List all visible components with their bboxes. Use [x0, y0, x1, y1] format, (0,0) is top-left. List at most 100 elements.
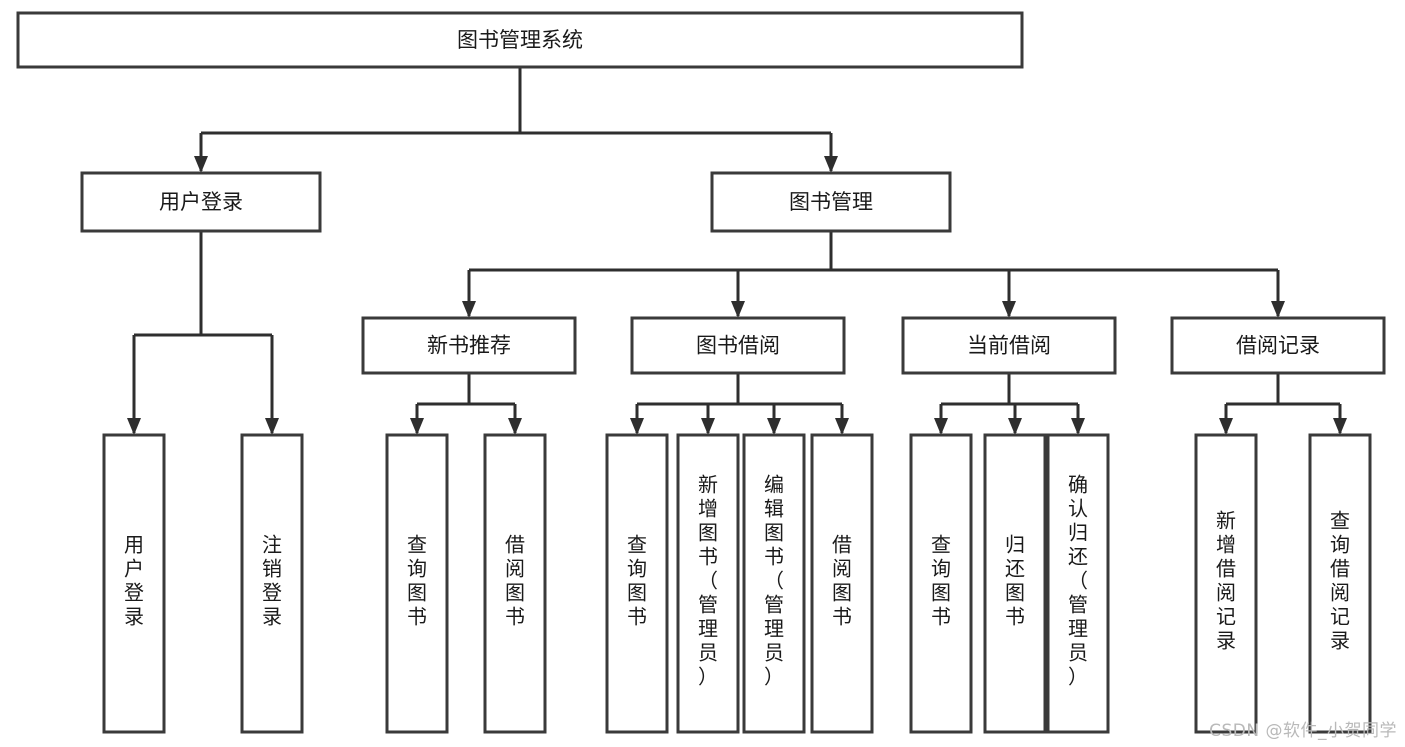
node-label-char: 还	[1068, 545, 1088, 569]
node-label: 借阅记录	[1236, 334, 1320, 358]
node-label-char: 图	[407, 581, 427, 605]
node-label-char: 记	[1216, 605, 1236, 629]
node-leaf[interactable]: 用户登录	[102, 433, 166, 734]
node-label-char: 录	[262, 605, 282, 629]
node-label-char: 销	[262, 557, 282, 581]
node-box[interactable]	[240, 433, 304, 734]
arrow-head-icon	[265, 418, 279, 435]
arrow-head-icon	[410, 418, 424, 435]
arrow-head-icon	[767, 418, 781, 435]
node-label-char: 借	[505, 533, 525, 557]
node-label: 当前借阅	[967, 334, 1051, 358]
node-label-char: 图	[698, 521, 718, 545]
node-level3[interactable]: 图书借阅	[630, 316, 846, 375]
node-label-char: 书	[627, 605, 647, 629]
arrow-head-icon	[1002, 301, 1016, 318]
connector-root-to-level2	[194, 67, 838, 173]
node-box[interactable]	[385, 433, 449, 734]
node-label-char: ）	[1068, 665, 1088, 689]
node-box[interactable]	[676, 433, 740, 734]
node-box[interactable]	[1308, 433, 1372, 734]
node-box[interactable]	[1046, 433, 1110, 734]
node-label: 图书管理	[789, 190, 873, 214]
node-box[interactable]	[909, 433, 973, 734]
connector-borrow-to-leaves	[630, 373, 849, 435]
connector-userlogin-to-leaves	[127, 231, 279, 435]
node-label-char: （	[698, 569, 718, 593]
node-label-char: 书	[1005, 605, 1025, 629]
node-label-char: 询	[407, 557, 427, 581]
node-level3[interactable]: 借阅记录	[1170, 316, 1386, 375]
node-label-char: 管	[1068, 593, 1088, 617]
arrow-head-icon	[1333, 418, 1347, 435]
node-label-char: （	[1068, 569, 1088, 593]
node-box[interactable]	[483, 433, 547, 734]
node-box[interactable]	[102, 433, 166, 734]
node-label-char: 询	[627, 557, 647, 581]
node-label-char: 询	[931, 557, 951, 581]
node-label-char: 查	[1330, 509, 1350, 533]
node-label-char: 书	[764, 545, 784, 569]
node-level2[interactable]: 图书管理	[710, 171, 952, 233]
node-label: 新书推荐	[427, 334, 511, 358]
node-label-char: 询	[1330, 533, 1350, 557]
node-label-char: 归	[1005, 533, 1025, 557]
node-box[interactable]	[361, 316, 577, 375]
node-label-char: 编	[764, 473, 784, 497]
node-level3[interactable]: 当前借阅	[901, 316, 1117, 375]
node-box[interactable]	[983, 433, 1047, 734]
node-box[interactable]	[901, 316, 1117, 375]
node-box[interactable]	[16, 11, 1024, 69]
arrow-head-icon	[462, 301, 476, 318]
node-box[interactable]	[710, 171, 952, 233]
node-label-char: 理	[764, 617, 784, 641]
arrow-head-icon	[835, 418, 849, 435]
node-label-char: 阅	[1330, 581, 1350, 605]
node-root[interactable]: 图书管理系统	[16, 11, 1024, 69]
node-box[interactable]	[630, 316, 846, 375]
node-box[interactable]	[742, 433, 806, 734]
node-level2[interactable]: 用户登录	[80, 171, 322, 233]
node-box[interactable]	[80, 171, 322, 233]
arrow-head-icon	[1071, 418, 1085, 435]
node-label-char: 新	[698, 473, 718, 497]
node-label-char: 确	[1068, 473, 1088, 497]
node-label-char: 员	[1068, 641, 1088, 665]
node-label-char: 图	[931, 581, 951, 605]
node-label-char: （	[764, 569, 784, 593]
node-label-char: 阅	[832, 557, 852, 581]
connector-records-to-leaves	[1219, 373, 1347, 435]
node-label-char: 管	[764, 593, 784, 617]
node-label-char: 查	[627, 533, 647, 557]
node-label-char: ）	[698, 665, 718, 689]
node-box[interactable]	[605, 433, 669, 734]
watermark-label: CSDN @软件_小贺同学	[1209, 721, 1397, 741]
node-box[interactable]	[1194, 433, 1258, 734]
connector-bookmgmt-to-level3	[462, 231, 1285, 318]
node-layer: 图书管理系统用户登录图书管理新书推荐图书借阅当前借阅借阅记录用户登录注销登录查询…	[16, 11, 1386, 734]
node-label-char: 录	[1216, 629, 1236, 653]
node-label-char: 借	[1216, 557, 1236, 581]
node-label-char: 还	[1005, 557, 1025, 581]
node-label-char: 书	[931, 605, 951, 629]
node-box[interactable]	[810, 433, 874, 734]
node-label-char: 理	[698, 617, 718, 641]
node-box[interactable]	[1170, 316, 1386, 375]
node-label-char: 查	[931, 533, 951, 557]
node-level3[interactable]: 新书推荐	[361, 316, 577, 375]
node-label: 图书管理系统	[457, 28, 583, 52]
node-label-char: 书	[698, 545, 718, 569]
